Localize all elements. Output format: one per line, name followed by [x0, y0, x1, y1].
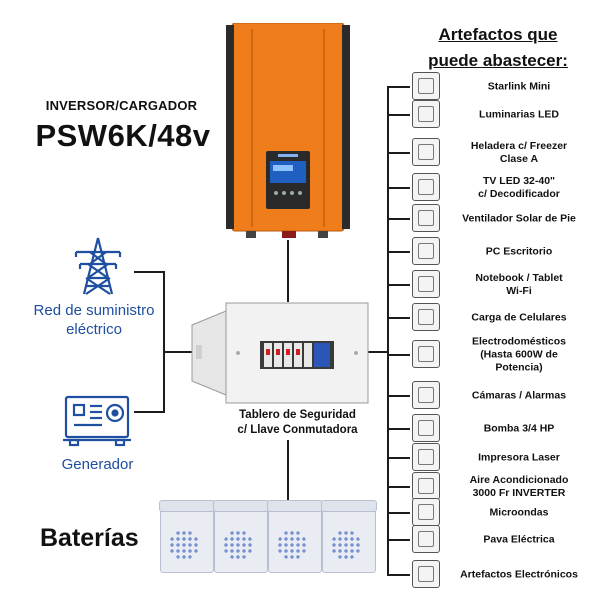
electronics-icon	[412, 560, 440, 588]
appliances-list-title-line2: puede abastecer:	[428, 51, 568, 70]
appliance-connector	[388, 354, 410, 356]
panel-label-line2: c/ Llave Conmutadora	[237, 424, 358, 436]
power-tower-icon	[66, 236, 130, 296]
desktop-pc-icon	[412, 237, 440, 265]
appliance-label: Cámaras / Alarmas	[471, 389, 567, 402]
starlink-icon	[412, 72, 440, 100]
appliance-label: Luminarias LED	[479, 108, 559, 121]
air-conditioner-icon	[412, 472, 440, 500]
microwave-icon	[412, 498, 440, 526]
appliance-item: PC Escritorio	[388, 237, 598, 267]
appliance-connector	[388, 539, 410, 541]
sources-join-line	[163, 271, 165, 413]
appliance-item: TV LED 32-40"c/ Decodificador	[388, 173, 598, 203]
appliance-connector	[388, 395, 410, 397]
camera-icon	[412, 381, 440, 409]
generator-icon	[62, 393, 132, 447]
appliance-item: Starlink Mini	[388, 72, 598, 102]
appliance-item: Impresora Laser	[388, 443, 598, 473]
appliance-connector	[388, 457, 410, 459]
appliance-item: Artefactos Electrónicos	[388, 560, 598, 590]
fridge-icon	[412, 138, 440, 166]
appliance-label: Ventilador Solar de Pie	[462, 212, 576, 225]
appliance-connector	[388, 284, 410, 286]
appliance-item: Ventilador Solar de Pie	[388, 204, 598, 234]
appliance-label: PC Escritorio	[485, 245, 553, 258]
panel-label-line1: Tablero de Seguridad	[239, 409, 356, 421]
appliance-label: Bomba 3/4 HP	[483, 422, 555, 435]
appliance-item: Bomba 3/4 HP	[388, 414, 598, 444]
batteries-label: Baterías	[40, 524, 139, 552]
appliance-item: Cámaras / Alarmas	[388, 381, 598, 411]
notebook-icon	[412, 270, 440, 298]
fan-icon	[412, 204, 440, 232]
led-lamp-icon	[412, 100, 440, 128]
appliance-connector	[388, 187, 410, 189]
inverter-unit	[226, 22, 350, 238]
pump-icon	[412, 414, 440, 442]
appliances-list-title-line1: Artefactos que	[438, 25, 558, 44]
kettle-icon	[412, 525, 440, 553]
appliance-connector	[388, 152, 410, 154]
grid-label-line2: eléctrico	[66, 321, 122, 338]
battery-3	[267, 500, 323, 573]
appliance-label: Pava Eléctrica	[483, 533, 555, 546]
printer-icon	[412, 443, 440, 471]
battery-4	[321, 500, 377, 573]
inverter-model: PSW6K/48v	[35, 118, 211, 153]
appliance-label: Artefactos Electrónicos	[460, 568, 578, 581]
appliance-item: Pava Eléctrica	[388, 525, 598, 555]
appliance-connector	[388, 574, 410, 576]
panel-to-appliances-line	[368, 351, 389, 353]
inverter-drawing	[226, 22, 350, 238]
appliances-bus-line	[387, 86, 389, 576]
inverter-to-panel-line	[287, 240, 289, 302]
panel-label: Tablero de Seguridad c/ Llave Conmutador…	[215, 408, 380, 438]
appliance-connector	[388, 86, 410, 88]
appliance-label: Starlink Mini	[487, 80, 551, 93]
appliance-item: Luminarias LED	[388, 100, 598, 130]
appliance-label: Impresora Laser	[478, 451, 560, 464]
blender-icon	[412, 340, 440, 368]
battery-2	[213, 500, 269, 573]
generator-connector-line	[134, 411, 164, 413]
phone-icon	[412, 303, 440, 331]
grid-label-line1: Red de suministro	[33, 302, 155, 319]
grid-label: Red de suministro eléctrico	[14, 301, 174, 339]
grid-connector-line	[134, 271, 164, 273]
appliance-connector	[388, 486, 410, 488]
battery-1	[159, 500, 215, 573]
appliance-connector	[388, 317, 410, 319]
panel-to-batteries-line	[287, 440, 289, 502]
generator-label: Generador	[61, 456, 134, 473]
appliance-connector	[388, 428, 410, 430]
appliance-label: Microondas	[489, 506, 549, 519]
sources-to-panel-line	[163, 351, 193, 353]
appliance-connector	[388, 114, 410, 116]
appliances-list-title: Artefactos que puede abastecer:	[398, 22, 598, 74]
appliance-item: Carga de Celulares	[388, 303, 598, 333]
appliance-connector	[388, 512, 410, 514]
appliance-connector	[388, 251, 410, 253]
tv-icon	[412, 173, 440, 201]
distribution-panel	[190, 301, 370, 405]
inverter-subtitle: INVERSOR/CARGADOR	[45, 98, 198, 113]
appliance-item: Microondas	[388, 498, 598, 528]
appliance-connector	[388, 218, 410, 220]
appliance-label: TV LED 32-40"c/ Decodificador	[478, 175, 560, 200]
appliance-label: Carga de Celulares	[471, 311, 567, 324]
